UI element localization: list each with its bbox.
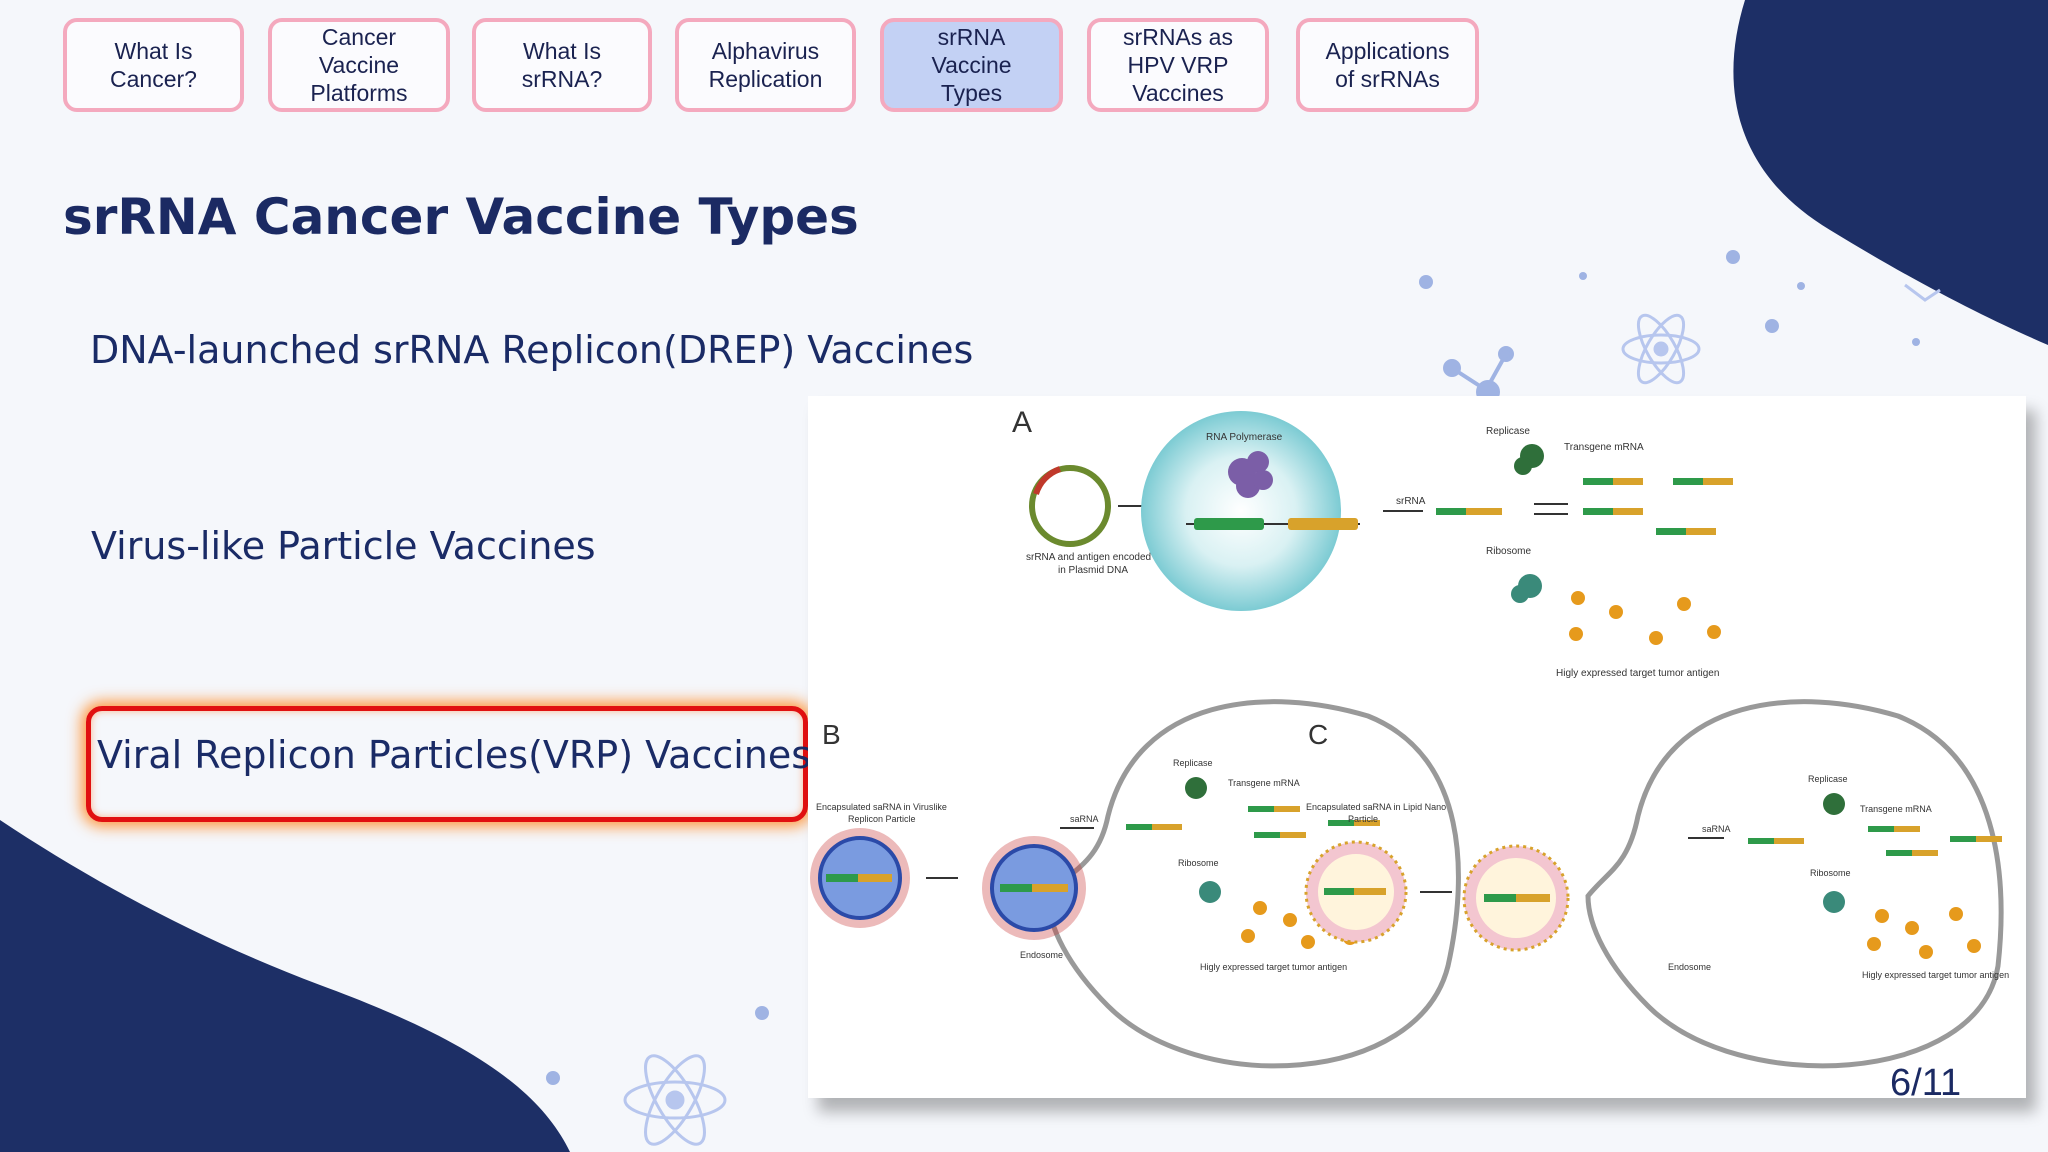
tab-label-line: Vaccine: [931, 52, 1012, 78]
figure-svg: A srRNA and antigen encoded in Plasmid D…: [810, 406, 2009, 1069]
rna-polymerase-label: RNA Polymerase: [1206, 432, 1283, 443]
tab-label-line: Alphavirus: [711, 38, 820, 64]
dots: [546, 250, 1920, 1085]
panel-b-label: B: [822, 719, 841, 750]
tab-label-line: Replication: [708, 66, 823, 92]
ribosome-icon: [1511, 574, 1542, 603]
ribosome-label: Ribosome: [1486, 546, 1531, 557]
replicase-icon: [1514, 444, 1544, 475]
replicase-icon: [1823, 793, 1845, 815]
tab-label-line: Applications: [1325, 38, 1450, 64]
replicase-label: Replicase: [1808, 774, 1848, 784]
sarna-label: saRNA: [1702, 824, 1731, 834]
nucleus: [1141, 411, 1341, 611]
bracket-icon: [1904, 283, 1941, 302]
vlp-particle-icon: [810, 828, 910, 928]
ribosome-icon: [1199, 881, 1221, 903]
replicase-label: Replicase: [1486, 426, 1530, 437]
item-drep-vaccines[interactable]: DNA-launched srRNA Replicon(DREP) Vaccin…: [90, 328, 974, 372]
antigen-icons: [1241, 897, 1357, 949]
tab-label-line: What Is: [523, 38, 601, 64]
tab-label-line: of srRNAs: [1335, 66, 1440, 92]
antigen-label: Higly expressed target tumor antigen: [1200, 962, 1347, 972]
endosome-label: Endosome: [1020, 950, 1063, 960]
tab-label-line: Vaccines: [1132, 80, 1224, 106]
top-right-blob: [1733, 0, 2048, 345]
atom-icon: [623, 1054, 727, 1146]
transgene-mrna-label: Transgene mRNA: [1564, 442, 1644, 453]
atom-icon: [1621, 313, 1701, 385]
sarna-label: saRNA: [1070, 814, 1099, 824]
tab-label-line: Cancer: [321, 24, 397, 50]
endosome-label: Endosome: [1668, 962, 1711, 972]
panel-a-label: A: [1012, 406, 1032, 439]
tab-label-line: srRNA: [937, 24, 1006, 50]
rna-strands: [1748, 826, 2002, 856]
plasmid-icon: [1029, 465, 1111, 547]
antigen-label: Higly expressed target tumor antigen: [1862, 970, 2009, 980]
panel-c-label: C: [1308, 719, 1328, 750]
ribosome-label: Ribosome: [1178, 858, 1219, 868]
replicase-label: Replicase: [1173, 758, 1213, 768]
rna-strands: [1436, 478, 1733, 535]
particle-caption: Particle: [1348, 814, 1378, 824]
transgene-mrna-label: Transgene mRNA: [1228, 778, 1300, 788]
tab-label-line: What Is: [114, 38, 193, 64]
tab-label-line: Cancer?: [110, 66, 197, 92]
antigen-label: Higly expressed target tumor antigen: [1556, 668, 1719, 679]
antigen-icons: [1867, 907, 1981, 959]
endosome-particle-icon: [1462, 844, 1570, 952]
tab-label-line: srRNA?: [521, 66, 603, 92]
vaccine-types-figure: A srRNA and antigen encoded in Plasmid D…: [808, 396, 2026, 1098]
particle-caption: Encapsulated saRNA in Viruslike: [816, 802, 947, 812]
replicase-icon: [1185, 777, 1207, 799]
tab-label-line: Types: [940, 80, 1003, 106]
particle-caption: Replicon Particle: [848, 814, 916, 824]
tab-label-line: Platforms: [310, 80, 408, 106]
item-vrp-vaccines[interactable]: Viral Replicon Particles(VRP) Vaccines: [97, 733, 812, 777]
tab-label-line: Vaccine: [318, 52, 400, 78]
endosome-particle-icon: [982, 836, 1086, 940]
particle-caption: Encapsulated saRNA in Lipid Nano: [1306, 802, 1446, 812]
ribosome-icon: [1823, 891, 1845, 913]
tab-label-line: HPV VRP: [1127, 52, 1229, 78]
srna-label: srRNA: [1396, 496, 1426, 507]
molecule-icon: [1443, 346, 1514, 404]
bottom-left-blob: [0, 820, 570, 1152]
page-title: srRNA Cancer Vaccine Types: [63, 188, 859, 246]
plasmid-caption: srRNA and antigen encoded: [1026, 552, 1151, 563]
plasmid-caption: in Plasmid DNA: [1058, 565, 1128, 576]
lnp-particle-icon: [1304, 840, 1408, 944]
rna-strands: [1126, 806, 1380, 838]
antigen-icons: [1569, 591, 1721, 645]
ribosome-label: Ribosome: [1810, 868, 1851, 878]
rna-polymerase-icon: [1228, 451, 1273, 498]
tab-label-line: srRNAs as: [1123, 24, 1233, 50]
highlight-box: [86, 706, 808, 822]
cell-membrane: [1585, 699, 2004, 1069]
transgene-mrna-label: Transgene mRNA: [1860, 804, 1932, 814]
item-vlp-vaccines[interactable]: Virus-like Particle Vaccines: [91, 524, 596, 568]
page-number: 6/11: [1890, 1062, 1962, 1104]
